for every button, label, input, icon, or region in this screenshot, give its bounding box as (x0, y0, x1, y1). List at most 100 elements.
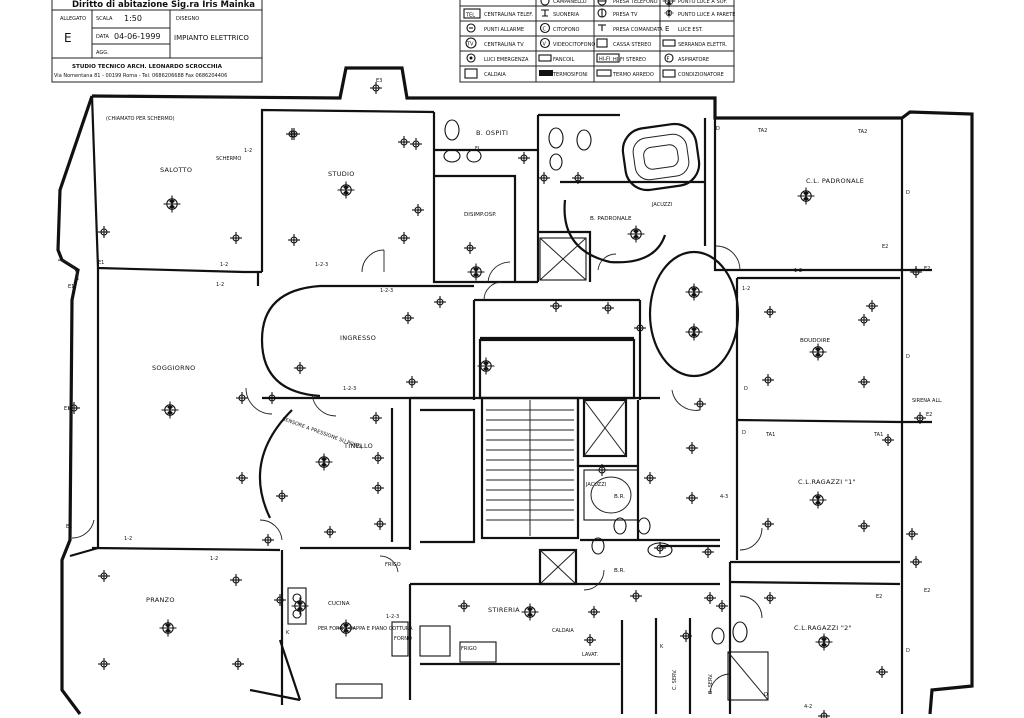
doors (57, 245, 763, 695)
hifi-code: HI-FI (599, 57, 610, 63)
legend-label: TERMOSIFONI (552, 72, 588, 78)
wall-socket-icon (643, 471, 657, 485)
circuit-tags: 1-2 1-2 1-2 1-2-3 1-2-3 1-2-3 1-2 1-2 1-… (64, 78, 932, 710)
tag-e2: E2 (924, 588, 930, 594)
legend-label: SUONERIA (553, 12, 580, 18)
wall-socket-icon (909, 555, 923, 569)
tag-ta1: TA1 (765, 432, 775, 438)
tag-e1: E1 (98, 260, 104, 266)
disegno-label: DISEGNO (176, 16, 199, 22)
wall-socket-icon (275, 489, 289, 503)
tag-1-2: 1-2 (124, 536, 132, 542)
legend-label: VIDEOCITOFONO (553, 42, 595, 48)
wall-socket-icon (231, 657, 245, 671)
light-point-stireria (520, 602, 540, 622)
wall-socket-icon (881, 433, 895, 447)
legend-label: FANCOIL (553, 57, 574, 63)
wall-socket-icon (397, 135, 411, 149)
light-point-cl-padronale (796, 186, 816, 206)
wall-socket-icon (761, 373, 775, 387)
tag-d: D (906, 354, 910, 360)
wall-socket-icon (817, 709, 831, 718)
wall-socket-icon (273, 593, 287, 607)
ext-light-code: E (665, 25, 669, 33)
room-jacuzzi-top: JACUZZI (651, 202, 672, 208)
wall-socket-icon (371, 451, 385, 465)
agg-label: AGG. (96, 50, 109, 56)
tag-e2: E2 (876, 594, 882, 600)
light-point-soggiorno (160, 400, 180, 420)
phone-socket-icon (597, 0, 607, 6)
legend-label: PRESA TELEFONO (613, 0, 658, 5)
wall-socket-icon (601, 301, 615, 315)
light-point-studio (336, 180, 356, 200)
buzzer-icon (541, 9, 549, 17)
tag-1-2: 1-2 (742, 286, 750, 292)
light-point-cucina (336, 618, 356, 638)
allegato-label: ALLEGATO (60, 16, 86, 22)
wall-socket-icon (293, 361, 307, 375)
tag-1-2: 1-2 (216, 282, 224, 288)
room-cl-padronale: C.L. PADRONALE (806, 177, 864, 185)
bell-icon (540, 0, 550, 6)
note-chiamata: (CHIAMATO PER SCHERMO) (106, 116, 175, 122)
wall-socket-icon (909, 265, 923, 279)
wall-socket-icon (401, 311, 415, 325)
note-frigo: FRIGO (461, 646, 477, 652)
wall-socket-icon (633, 321, 647, 335)
wall-sockets (67, 81, 927, 718)
room-b-r-2: B.R. (614, 568, 625, 574)
light-point-hall (684, 282, 704, 302)
room-disimp: DISIMP.OSP. (464, 212, 497, 218)
note-lavat: LAVAT. (582, 652, 599, 658)
plan-title: Diritto di abitazione Sig.ra Iris Mainka (72, 0, 255, 10)
studio-name: STUDIO TECNICO ARCH. LEONARDO SCROCCHIA (72, 64, 223, 70)
wall-socket-icon (875, 665, 889, 679)
wall-socket-icon (701, 545, 715, 559)
note-forno: FORNO (394, 636, 412, 642)
wall-socket-icon (373, 517, 387, 531)
wall-socket-icon (265, 391, 279, 405)
tag-1-2: 1-2 (210, 556, 218, 562)
light-point-pranzo (158, 618, 178, 638)
legend-label: CITOFONO (553, 27, 580, 33)
tag-1-2: 1-2 (244, 148, 252, 154)
legend-label: PRESA COMANDATA (613, 27, 663, 33)
studio-address: Via Nomentana 81 - 00199 Roma - Tel. 068… (54, 73, 227, 79)
wall-socket-icon (229, 573, 243, 587)
wall-socket-icon (463, 241, 477, 255)
tag-ta2: TA2 (857, 129, 867, 135)
wall-socket-icon (235, 471, 249, 485)
wall-socket-icon (693, 397, 707, 411)
room-b-serv: B. SERV. (708, 673, 714, 694)
wall-socket-icon (97, 569, 111, 583)
legend-label: PUNTI ALLARME (484, 27, 524, 33)
tag-1-2-3: 1-2-3 (380, 288, 393, 294)
wall-socket-icon (865, 299, 879, 313)
legend: TEL TV C V HI-FI E F (459, 0, 735, 83)
wall-light-icon (664, 8, 674, 18)
wall-socket-icon (261, 533, 275, 547)
wall-socket-icon (715, 599, 729, 613)
tag-e2: E2 (924, 266, 930, 272)
legend-label: CONDIZIONATORE (678, 72, 724, 78)
wall-socket-icon (685, 491, 699, 505)
videointercom-code: V (543, 42, 547, 48)
legend-label: CALDAIA (484, 72, 506, 78)
allegato-value: E (64, 31, 72, 45)
legend-label: ASPIRATORE (678, 57, 709, 63)
wall-socket-icon (537, 171, 551, 185)
light-point-salotto (162, 194, 182, 214)
tag-d: D (764, 692, 768, 698)
room-b-r-1: B.R. (614, 494, 625, 500)
light-point-hall (684, 322, 704, 342)
ac-icon (662, 69, 676, 78)
room-c-serv: C. SERV. (672, 669, 678, 690)
room-cucina: CUCINA (328, 601, 350, 607)
stereo-speaker-icon (596, 38, 608, 48)
room-tinello: TINELLO (343, 442, 373, 450)
tag-e2: E2 (926, 412, 932, 418)
legend-label: PUNTO LUCE A PARETE (678, 12, 735, 18)
wall-socket-icon (905, 527, 919, 541)
